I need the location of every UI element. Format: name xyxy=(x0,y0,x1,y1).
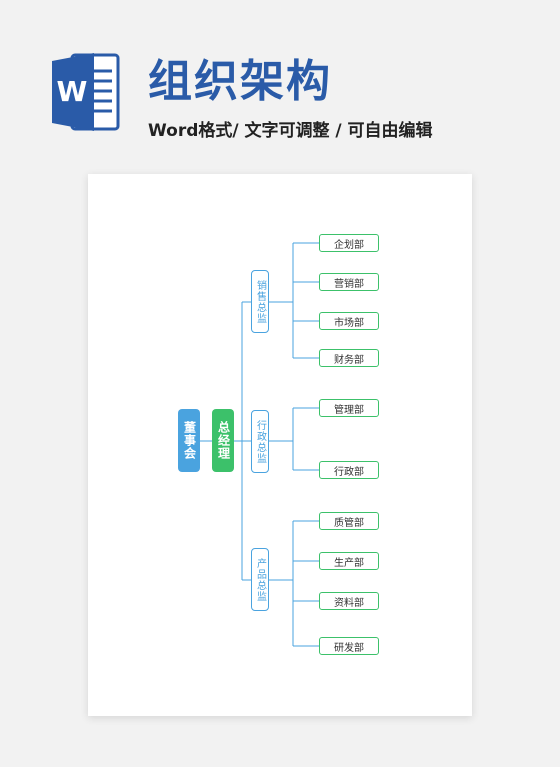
dept-finance-node: 财务部 xyxy=(319,349,379,367)
director-admin-node: 行政总监 xyxy=(251,410,269,473)
dept-planning-node: 企划部 xyxy=(319,234,379,252)
director-product-node: 产品总监 xyxy=(251,548,269,611)
dept-rnd-node: 研发部 xyxy=(319,637,379,655)
header: W 组织架构 Word格式/ 文字可调整 / 可自由编辑 xyxy=(0,0,560,170)
board-node: 董事会 xyxy=(178,409,200,472)
page-title: 组织架构 xyxy=(148,56,332,107)
dept-materials-node: 资料部 xyxy=(319,592,379,610)
connector-lines xyxy=(200,242,319,647)
word-logo-letter: W xyxy=(57,75,88,108)
dept-management-node: 管理部 xyxy=(319,399,379,417)
dept-market-node: 市场部 xyxy=(319,312,379,330)
dept-administration-node: 行政部 xyxy=(319,461,379,479)
word-icon: W xyxy=(52,53,120,131)
general-manager-node: 总经理 xyxy=(212,409,234,472)
dept-production-node: 生产部 xyxy=(319,552,379,570)
director-sales-node: 销售总监 xyxy=(251,270,269,333)
dept-sales-node: 营销部 xyxy=(319,273,379,291)
page-subtitle: Word格式/ 文字可调整 / 可自由编辑 xyxy=(148,121,433,141)
dept-quality-node: 质管部 xyxy=(319,512,379,530)
org-chart-document: 董事会 总经理 销售总监 行政总监 产品总监 企划部 营销部 市场部 财务部 管… xyxy=(88,174,472,716)
